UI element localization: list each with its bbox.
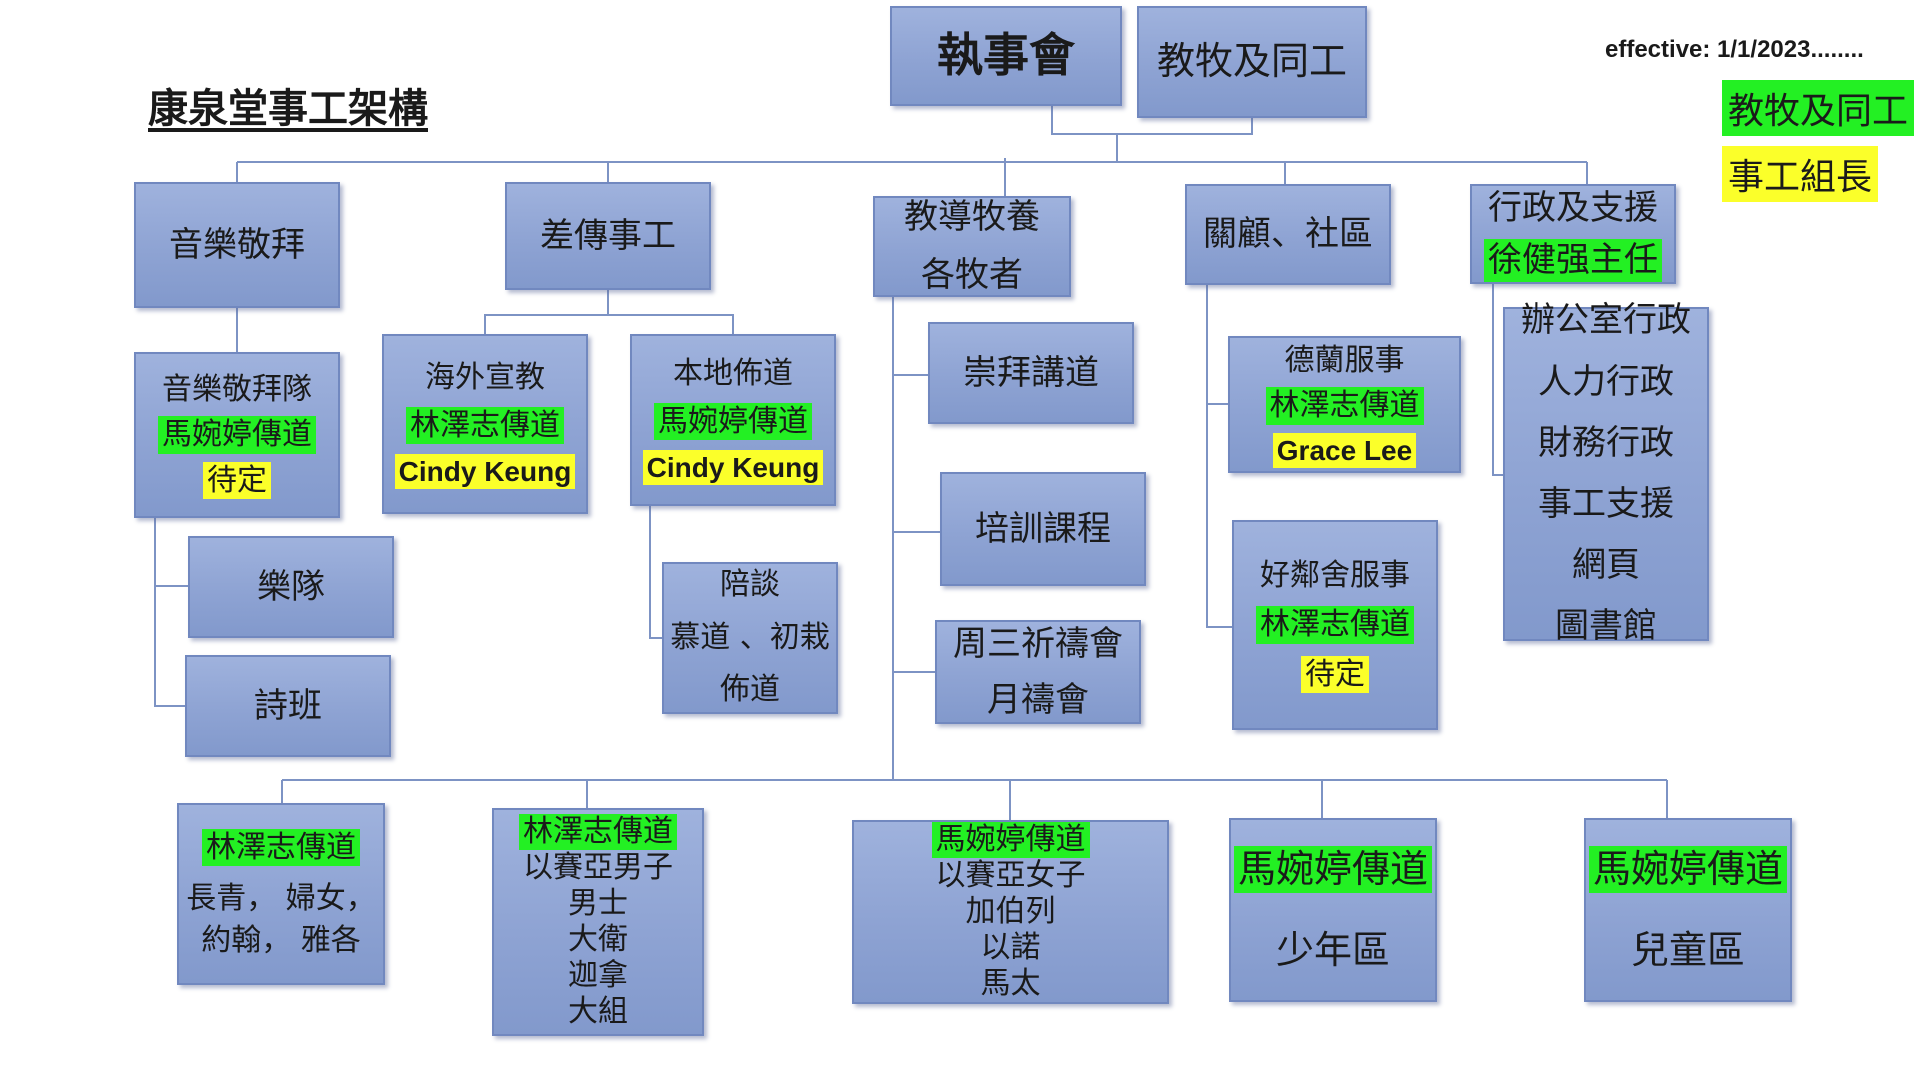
mens-group-staff: 林澤志傳道: [519, 814, 677, 850]
admin-function-item: 財務行政: [1538, 422, 1674, 463]
worship-sermon-label: 崇拜講道: [963, 352, 1099, 393]
prayer-meeting-line: 周三祈禱會: [953, 623, 1123, 664]
children-zone-staff: 馬婉婷傳道: [1588, 845, 1787, 893]
pastoral-staff-label: 教牧及同工: [1156, 39, 1347, 84]
evangelism-detail-box: 陪談 慕道 、初栽 佈道: [662, 562, 838, 714]
teaching-sub-label: 各牧者: [921, 254, 1023, 295]
womens-group-line: 加伯列: [965, 894, 1056, 929]
mission-box: 差傳事工: [505, 182, 711, 290]
overseas-mission-staff: 林澤志傳道: [406, 406, 564, 444]
care-community-box: 關顧、社區: [1185, 184, 1391, 285]
admin-function-item: 人力行政: [1538, 361, 1674, 402]
admin-function-item: 事工支援: [1538, 484, 1674, 524]
admin-functions-box: 辦公室行政 人力行政 財務行政 事工支援 網頁 圖書館: [1503, 300, 1709, 646]
womens-group-line: 以賽亞女子: [935, 858, 1086, 893]
fellowship-group-staff: 林澤志傳道: [202, 828, 360, 867]
prayer-meeting-box: 周三祈禱會 月禱會: [935, 620, 1141, 724]
mens-group-line: 以賽亞男子: [523, 850, 673, 885]
admin-support-head: 徐健强主任: [1484, 239, 1662, 282]
prayer-meeting-line: 月禱會: [987, 680, 1089, 720]
delan-service-label: 德蘭服事: [1284, 342, 1405, 378]
mens-group-line: 大組: [568, 994, 628, 1029]
fellowship-group-box: 林澤志傳道 長青， 婦女， 約翰， 雅各: [177, 803, 385, 985]
womens-group-line: 馬太: [980, 966, 1041, 1001]
pastoral-staff-box: 教牧及同工: [1137, 6, 1367, 118]
worship-team-leader: 待定: [203, 461, 271, 500]
worship-team-box: 音樂敬拜隊 馬婉婷傳道 待定: [134, 352, 340, 518]
womens-group-line: 以諾: [980, 930, 1041, 965]
teaching-label: 教導牧養: [904, 196, 1040, 237]
worship-team-staff: 馬婉婷傳道: [158, 416, 316, 454]
local-evangelism-staff: 馬婉婷傳道: [654, 402, 812, 440]
good-neighbor-label: 好鄰舍服事: [1260, 557, 1410, 593]
good-neighbor-staff: 林澤志傳道: [1256, 606, 1414, 644]
local-evangelism-box: 本地佈道 馬婉婷傳道 Cindy Keung: [630, 334, 836, 506]
choir-label: 詩班: [254, 685, 322, 726]
admin-function-item: 圖書館: [1555, 606, 1657, 647]
children-zone-box: 馬婉婷傳道 兒童區: [1584, 818, 1792, 1002]
fellowship-group-line: 約翰， 雅各: [201, 922, 361, 958]
delan-service-staff: 林澤志傳道: [1265, 387, 1424, 425]
mens-group-line: 男士: [568, 886, 628, 921]
delan-service-leader: Grace Lee: [1272, 432, 1417, 468]
mens-group-line: 大衛: [568, 922, 628, 957]
womens-group-box: 馬婉婷傳道 以賽亞女子 加伯列 以諾 馬太: [852, 820, 1169, 1004]
good-neighbor-leader: 待定: [1301, 655, 1369, 694]
delan-service-box: 德蘭服事 林澤志傳道 Grace Lee: [1228, 336, 1461, 473]
worship-team-label: 音樂敬拜隊: [162, 371, 312, 407]
music-worship-label: 音樂敬拜: [169, 224, 305, 265]
admin-support-box: 行政及支援 徐健强主任: [1470, 184, 1676, 284]
care-community-label: 關顧、社區: [1203, 214, 1373, 255]
worship-sermon-box: 崇拜講道: [928, 322, 1134, 424]
music-worship-box: 音樂敬拜: [134, 182, 340, 308]
admin-support-label: 行政及支援: [1488, 187, 1658, 228]
youth-zone-label: 少年區: [1275, 928, 1390, 972]
choir-box: 詩班: [185, 655, 391, 757]
band-box: 樂隊: [188, 536, 394, 638]
youth-zone-staff: 馬婉婷傳道: [1233, 845, 1432, 893]
training-label: 培訓課程: [975, 508, 1111, 549]
womens-group-staff: 馬婉婷傳道: [931, 822, 1090, 858]
admin-function-item: 網頁: [1572, 545, 1640, 586]
local-evangelism-label: 本地佈道: [673, 356, 793, 391]
legend-leader: 事工組長: [1722, 146, 1879, 202]
training-box: 培訓課程: [940, 472, 1146, 586]
admin-function-item: 辦公室行政: [1521, 300, 1691, 341]
board-label: 執事會: [937, 28, 1075, 83]
evangelism-detail-line: 佈道: [720, 672, 780, 708]
legend-staff: 教牧及同工: [1722, 80, 1915, 136]
mission-label: 差傳事工: [540, 215, 676, 256]
local-evangelism-leader: Cindy Keung: [642, 450, 824, 485]
band-label: 樂隊: [257, 566, 325, 607]
evangelism-detail-line: 陪談: [720, 567, 780, 603]
overseas-mission-leader: Cindy Keung: [394, 454, 576, 489]
overseas-mission-box: 海外宣教 林澤志傳道 Cindy Keung: [382, 334, 588, 514]
board-box: 執事會: [890, 6, 1122, 106]
fellowship-group-line: 長青， 婦女，: [186, 881, 376, 917]
children-zone-label: 兒童區: [1630, 928, 1745, 972]
effective-date: effective: 1/1/2023........: [1605, 36, 1864, 63]
teaching-box: 教導牧養 各牧者: [873, 196, 1071, 297]
mens-group-box: 林澤志傳道 以賽亞男子 男士 大衛 迦拿 大組: [492, 808, 704, 1036]
overseas-mission-label: 海外宣教: [425, 360, 545, 395]
mens-group-line: 迦拿: [568, 958, 628, 993]
evangelism-detail-line: 慕道 、初栽: [670, 619, 830, 655]
page-title: 康泉堂事工架構: [148, 86, 428, 132]
youth-zone-box: 馬婉婷傳道 少年區: [1229, 818, 1437, 1002]
good-neighbor-box: 好鄰舍服事 林澤志傳道 待定: [1232, 520, 1438, 730]
